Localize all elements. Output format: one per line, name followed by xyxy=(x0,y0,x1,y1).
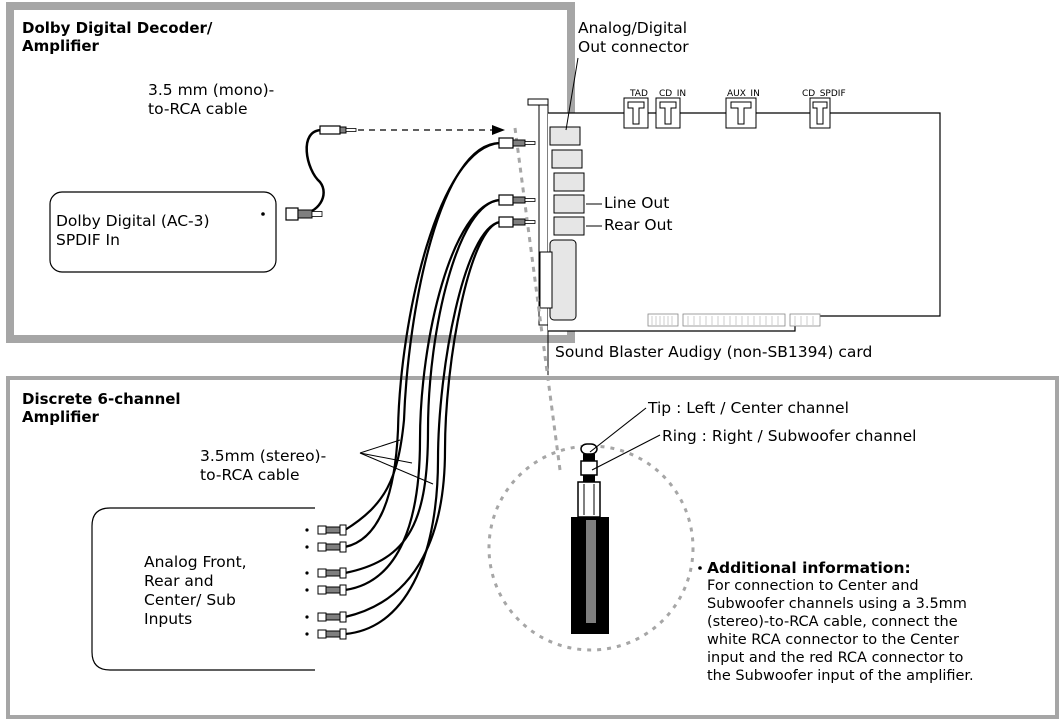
cd-in-label: CD_IN xyxy=(659,89,687,99)
analog-inputs-device xyxy=(91,507,315,671)
spdif-in-jack-dot xyxy=(261,212,265,216)
additional-info-body: For connection to Center and Subwoofer c… xyxy=(707,578,974,684)
analog-digital-out-leader xyxy=(565,57,579,131)
line-out-jack xyxy=(553,194,585,214)
stereo-cable-wire-3 xyxy=(344,220,501,619)
rca-plug-4 xyxy=(317,584,347,596)
dolby-panel-title: Dolby Digital Decoder/ Amplifier xyxy=(22,19,213,55)
jack-3 xyxy=(553,172,585,192)
analog-digital-out-jack xyxy=(549,126,581,146)
dolby-input-device xyxy=(49,191,277,273)
additional-info-heading: Additional information: xyxy=(707,559,911,577)
info-bullet xyxy=(698,566,702,570)
stereo-cable-callout-lines xyxy=(359,439,434,485)
rca-plugs xyxy=(317,524,347,640)
stereo-cable-label: 3.5mm (stereo)- to-RCA cable xyxy=(200,447,327,484)
discrete-panel-title: Discrete 6-channel Amplifier xyxy=(22,390,181,426)
arrow-head xyxy=(492,125,505,135)
cd-in-connector xyxy=(655,97,681,129)
stereo-cable-wire-2 xyxy=(344,198,501,575)
rca-jack-dots xyxy=(305,528,309,636)
card-name-label: Sound Blaster Audigy (non-SB1394) card xyxy=(555,343,873,361)
mono-plug-top xyxy=(319,125,357,135)
stereo-cable-wire-2b xyxy=(344,198,501,592)
sound-card xyxy=(527,97,941,375)
dsub-port xyxy=(549,239,577,321)
stereo-cable-wire-3b xyxy=(344,220,501,636)
rear-out-jack xyxy=(553,216,585,236)
zoom-dashed-circle xyxy=(487,444,695,652)
rca-plug-6 xyxy=(317,628,347,640)
dolby-input-label: Dolby Digital (AC-3) SPDIF In xyxy=(56,212,210,249)
tip-leader xyxy=(589,407,647,453)
analog-inputs-label: Analog Front, Rear and Center/ Sub Input… xyxy=(144,553,247,628)
line-out-label: Line Out xyxy=(604,194,670,212)
stereo-cable-wire-1b xyxy=(344,141,501,549)
mono-plug-bottom xyxy=(285,207,323,221)
jack-2 xyxy=(551,149,583,169)
aux-in-label: AUX_IN xyxy=(727,89,760,99)
aux-in-connector xyxy=(725,97,757,129)
stereo-plug-line-out xyxy=(498,194,536,206)
tip-label: Tip : Left / Center channel xyxy=(648,399,849,417)
analog-digital-out-label: Analog/Digital Out connector xyxy=(578,19,689,56)
zoomed-stereo-plug xyxy=(571,443,609,634)
mono-cable-wire xyxy=(299,128,325,216)
rca-plug-3 xyxy=(317,567,347,579)
tad-connector xyxy=(623,97,649,129)
cd-spdif-connector xyxy=(809,97,831,129)
rca-plug-1 xyxy=(317,524,347,536)
ring-leader xyxy=(591,434,661,471)
mono-cable-label: 3.5 mm (mono)- to-RCA cable xyxy=(148,81,275,118)
stereo-plug-rear-out xyxy=(498,216,536,228)
dolby-amplifier-panel xyxy=(6,2,575,343)
stereo-plug-front xyxy=(498,137,536,149)
zoom-dash-line xyxy=(513,127,562,471)
rca-plug-5 xyxy=(317,611,347,623)
rear-out-label: Rear Out xyxy=(604,216,673,234)
ring-label: Ring : Right / Subwoofer channel xyxy=(662,427,917,445)
cd-spdif-label: CD_SPDIF xyxy=(802,89,846,99)
rca-plug-2 xyxy=(317,541,347,553)
tad-label: TAD xyxy=(630,89,648,99)
